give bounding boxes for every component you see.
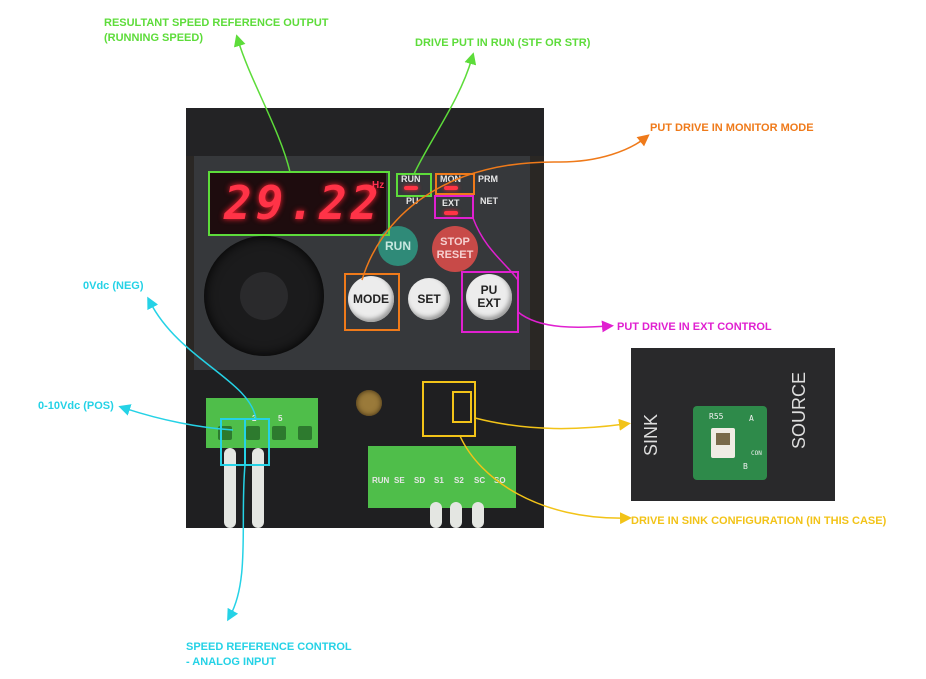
sink-source-closeup-photo: SINK SOURCE R55 A B CON — [631, 348, 835, 501]
drive-run-label: DRIVE PUT IN RUN (STF OR STR) — [415, 37, 591, 49]
pos-arrow — [118, 404, 234, 431]
pcb-text-con: CON — [751, 450, 762, 457]
control-wire — [430, 502, 442, 528]
top-housing — [186, 108, 544, 156]
jumper-pcb: R55 A B CON — [693, 406, 767, 480]
terminal-slot — [298, 426, 312, 440]
set-button[interactable]: SET — [408, 278, 450, 320]
led-label-net: NET — [480, 196, 498, 206]
ext-led — [444, 211, 458, 215]
monitor-mode-label: PUT DRIVE IN MONITOR MODE — [650, 122, 814, 134]
sink-config-arrow — [459, 435, 632, 525]
neg-label: 0Vdc (NEG) — [83, 280, 144, 292]
ext-connector-line — [472, 217, 519, 281]
neg-arrow — [147, 296, 257, 420]
mode-button[interactable]: MODE — [348, 276, 394, 322]
closeup-arrow — [474, 417, 631, 431]
terminal-label-s2: S2 — [454, 476, 464, 485]
pu-ext-highlight-box — [461, 271, 519, 333]
terminal-label-sd: SD — [414, 476, 426, 485]
run-led-highlight-box — [396, 173, 432, 197]
mode-button-highlight-box — [344, 273, 400, 331]
mon-led-highlight-box — [435, 173, 475, 195]
terminal-label-so: SO — [494, 476, 506, 485]
led-label-mon: MON — [440, 174, 461, 184]
terminal-slot — [272, 426, 286, 440]
speed-ref-control-label: SPEED REFERENCE CONTROL - ANALOG INPUT — [186, 641, 352, 668]
ext-control-arrow — [517, 311, 614, 333]
analog-terminal-5: 5 — [278, 414, 283, 423]
pcb-text-a: A — [749, 414, 754, 423]
setting-dial[interactable] — [204, 236, 324, 356]
terminal-label-sc: SC — [474, 476, 486, 485]
mon-led — [444, 186, 458, 190]
speed-ref-control-arrow — [227, 464, 246, 622]
display-highlight-box — [208, 171, 390, 236]
ext-led-highlight-box — [434, 195, 474, 219]
pcb-text-b: B — [743, 462, 748, 471]
analog-wire — [224, 448, 236, 528]
led-label-ext: EXT — [442, 198, 460, 208]
dial-center — [240, 272, 288, 320]
analog-wire — [252, 448, 264, 528]
speed-output-arrow — [233, 34, 291, 173]
ext-control-label: PUT DRIVE IN EXT CONTROL — [617, 321, 772, 333]
stop-reset-button[interactable]: STOP RESET — [432, 226, 478, 272]
led-label-prm: PRM — [478, 174, 498, 184]
terminal-slot — [246, 426, 260, 440]
sink-source-jumper[interactable] — [711, 428, 735, 458]
pcb-text-r55: R55 — [709, 412, 724, 421]
sink-switch-highlight-box — [452, 391, 472, 423]
run-button[interactable]: RUN — [378, 226, 418, 266]
speed-output-label: RESULTANT SPEED REFERENCE OUTPUT (RUNNIN… — [104, 17, 329, 44]
terminal-label-se: SE — [394, 476, 405, 485]
mounting-screw — [356, 390, 382, 416]
sink-config-label: DRIVE IN SINK CONFIGURATION (IN THIS CAS… — [631, 515, 887, 527]
terminal-label-s1: S1 — [434, 476, 444, 485]
drive-photo: 29.22 Hz RUN MON PRM PU EXT NET RUN STOP… — [186, 108, 544, 528]
display-digits: 29.22 — [224, 176, 383, 230]
drive-run-arrow — [413, 52, 477, 175]
pu-ext-button[interactable]: PU EXT — [466, 274, 512, 320]
sink-area-highlight-box — [422, 381, 476, 437]
analog-terminal-block: 2 5 — [206, 398, 318, 448]
run-led — [404, 186, 418, 190]
monitor-mode-arrow — [361, 134, 650, 281]
led-label-run: RUN — [401, 174, 421, 184]
control-wire — [450, 502, 462, 528]
frequency-display: 29.22 — [208, 172, 386, 234]
led-label-pu: PU — [406, 196, 419, 206]
hz-unit-label: Hz — [372, 180, 385, 191]
pos-label: 0-10Vdc (POS) — [38, 400, 114, 412]
control-wire — [472, 502, 484, 528]
jumper-knob — [716, 433, 730, 445]
terminal-label-run: RUN — [372, 476, 390, 485]
